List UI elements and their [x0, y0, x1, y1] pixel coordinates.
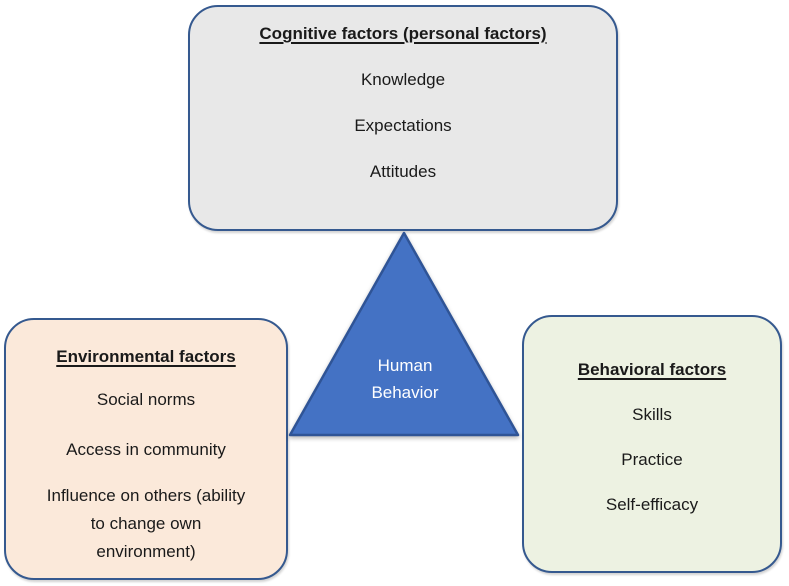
environmental-factors-title: Environmental factors: [56, 347, 236, 366]
behavioral-item-self-efficacy: Self-efficacy: [605, 495, 699, 514]
triangle-shape: [288, 231, 520, 437]
environmental-item-access: Access in community: [66, 440, 226, 459]
cognitive-factors-title: Cognitive factors (personal factors): [259, 24, 547, 43]
cognitive-item-knowledge: Knowledge: [360, 70, 446, 89]
human-behavior-label-line2: Behavior: [371, 383, 439, 402]
cognitive-item-expectations: Expectations: [354, 116, 452, 135]
human-behavior-label-line1: Human: [377, 356, 433, 375]
environmental-item-influence: Influence on others (ability to change o…: [46, 486, 246, 561]
cognitive-item-attitudes: Attitudes: [369, 162, 437, 181]
cognitive-factors-box: Cognitive factors (personal factors) Kno…: [188, 5, 618, 231]
environmental-item-social-norms: Social norms: [96, 390, 196, 409]
behavioral-item-skills: Skills: [632, 405, 672, 424]
behavioral-factors-box: Behavioral factors Skills Practice Self-…: [522, 315, 782, 573]
human-behavior-triangle: [288, 231, 520, 437]
behavioral-item-practice: Practice: [621, 450, 683, 469]
human-behavior-label: Human Behavior: [300, 352, 510, 406]
behavioral-factors-title: Behavioral factors: [577, 360, 727, 379]
environmental-factors-box: Environmental factors Social norms Acces…: [4, 318, 288, 580]
